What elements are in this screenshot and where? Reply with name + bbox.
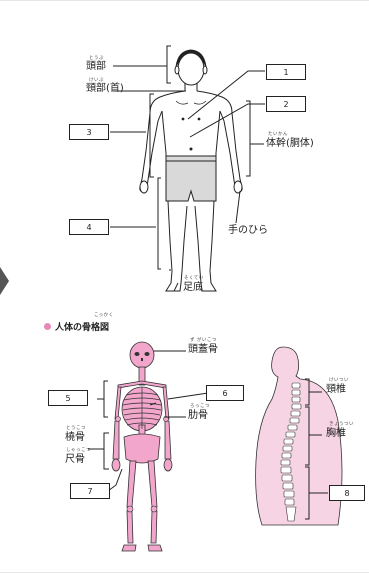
ulna-label: 尺骨 (65, 455, 85, 465)
answer-box-1[interactable]: 1 (266, 64, 306, 80)
ulna-ruby: しゃっこつ (66, 449, 91, 454)
rib-ruby: ろっこつ (190, 405, 210, 410)
trunk-label: 体幹(胴体) (266, 139, 314, 149)
neck-label: 頸部(首) (86, 84, 124, 94)
rib-label: 肋骨 (188, 411, 208, 421)
answer-box-4[interactable]: 4 (69, 219, 109, 235)
cervical-label: 頸椎 (326, 385, 346, 395)
skull-ruby: ず がいこつ (190, 339, 217, 344)
cervical-ruby: けいつい (329, 379, 349, 384)
sole-ruby: そくてい (184, 277, 204, 282)
answer-box-8[interactable]: 8 (329, 485, 365, 501)
human-body-figure (140, 50, 242, 291)
radius-ruby: とうこつ (66, 427, 86, 432)
answer-box-2[interactable]: 2 (266, 96, 306, 112)
answer-box-6[interactable]: 6 (206, 385, 244, 401)
skeleton-figure (112, 342, 172, 551)
thoracic-label: 胸椎 (326, 429, 346, 439)
sole-label: 足底 (183, 283, 203, 293)
palm-label: 手のひら (228, 226, 268, 236)
thoracic-ruby: きょうつい (329, 423, 354, 428)
bullet-dot-icon (44, 323, 51, 330)
answer-box-3[interactable]: 3 (69, 124, 109, 140)
radius-label: 橈骨 (65, 433, 85, 443)
skull-label: 頭蓋骨 (188, 345, 218, 355)
section-title-text: 人体の骨格図 (55, 320, 109, 333)
answer-box-7[interactable]: 7 (70, 483, 110, 499)
answer-box-5[interactable]: 5 (48, 390, 88, 406)
head-label: 頭部 (86, 62, 106, 72)
section-title-ruby: こっかく (94, 314, 114, 319)
trunk-ruby: たいかん (268, 133, 288, 138)
section-title: 人体の骨格図 (44, 320, 109, 333)
